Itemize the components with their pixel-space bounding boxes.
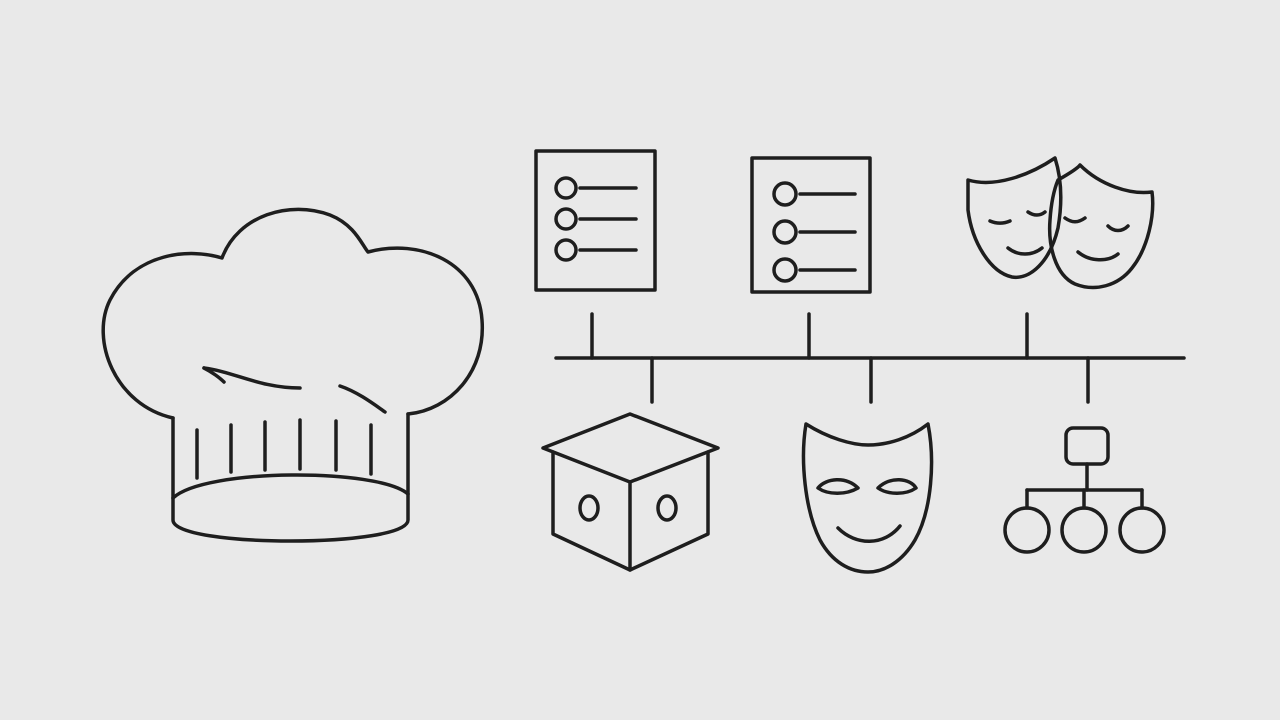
theater-masks-icon xyxy=(966,156,1155,290)
open-box-icon xyxy=(541,412,720,572)
checklist-document-icon xyxy=(750,156,872,294)
checklist-document-icon xyxy=(534,149,657,292)
timeline-ticks-down xyxy=(650,356,1090,404)
comedy-mask-icon xyxy=(801,422,934,574)
chef-hat-icon xyxy=(101,207,484,543)
org-chart-icon xyxy=(1003,426,1166,554)
timeline-axis xyxy=(554,312,1186,404)
timeline-ticks-up xyxy=(590,312,1029,360)
hat-pleats xyxy=(195,418,373,480)
